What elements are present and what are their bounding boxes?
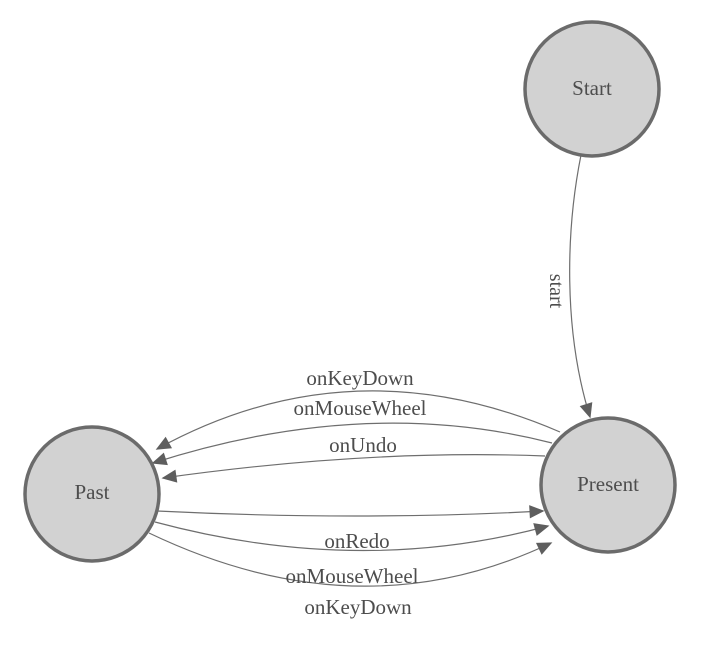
- edge-past-to-present-onmousewheel[interactable]: [154, 521, 550, 552]
- edge-label-onkeydown-bottom: onKeyDown: [304, 595, 412, 619]
- node-past[interactable]: [23, 425, 161, 563]
- edge-present-to-past-onundo[interactable]: [161, 454, 546, 483]
- edge-start-to-present[interactable]: [569, 154, 593, 419]
- edge-label-onkeydown-top: onKeyDown: [306, 366, 414, 390]
- node-present[interactable]: [539, 416, 677, 554]
- edge-past-to-present-onkeydown[interactable]: [148, 532, 553, 587]
- edge-label-onundo: onUndo: [329, 433, 397, 457]
- edge-past-to-present-onredo[interactable]: [156, 505, 545, 519]
- edge-label-onmousewheel-top: onMouseWheel: [294, 396, 427, 420]
- edge-present-to-past-onmousewheel[interactable]: [151, 422, 553, 466]
- node-start[interactable]: [523, 20, 661, 158]
- edge-present-to-past-onkeydown[interactable]: [155, 390, 561, 450]
- edge-label-start: start: [545, 274, 567, 309]
